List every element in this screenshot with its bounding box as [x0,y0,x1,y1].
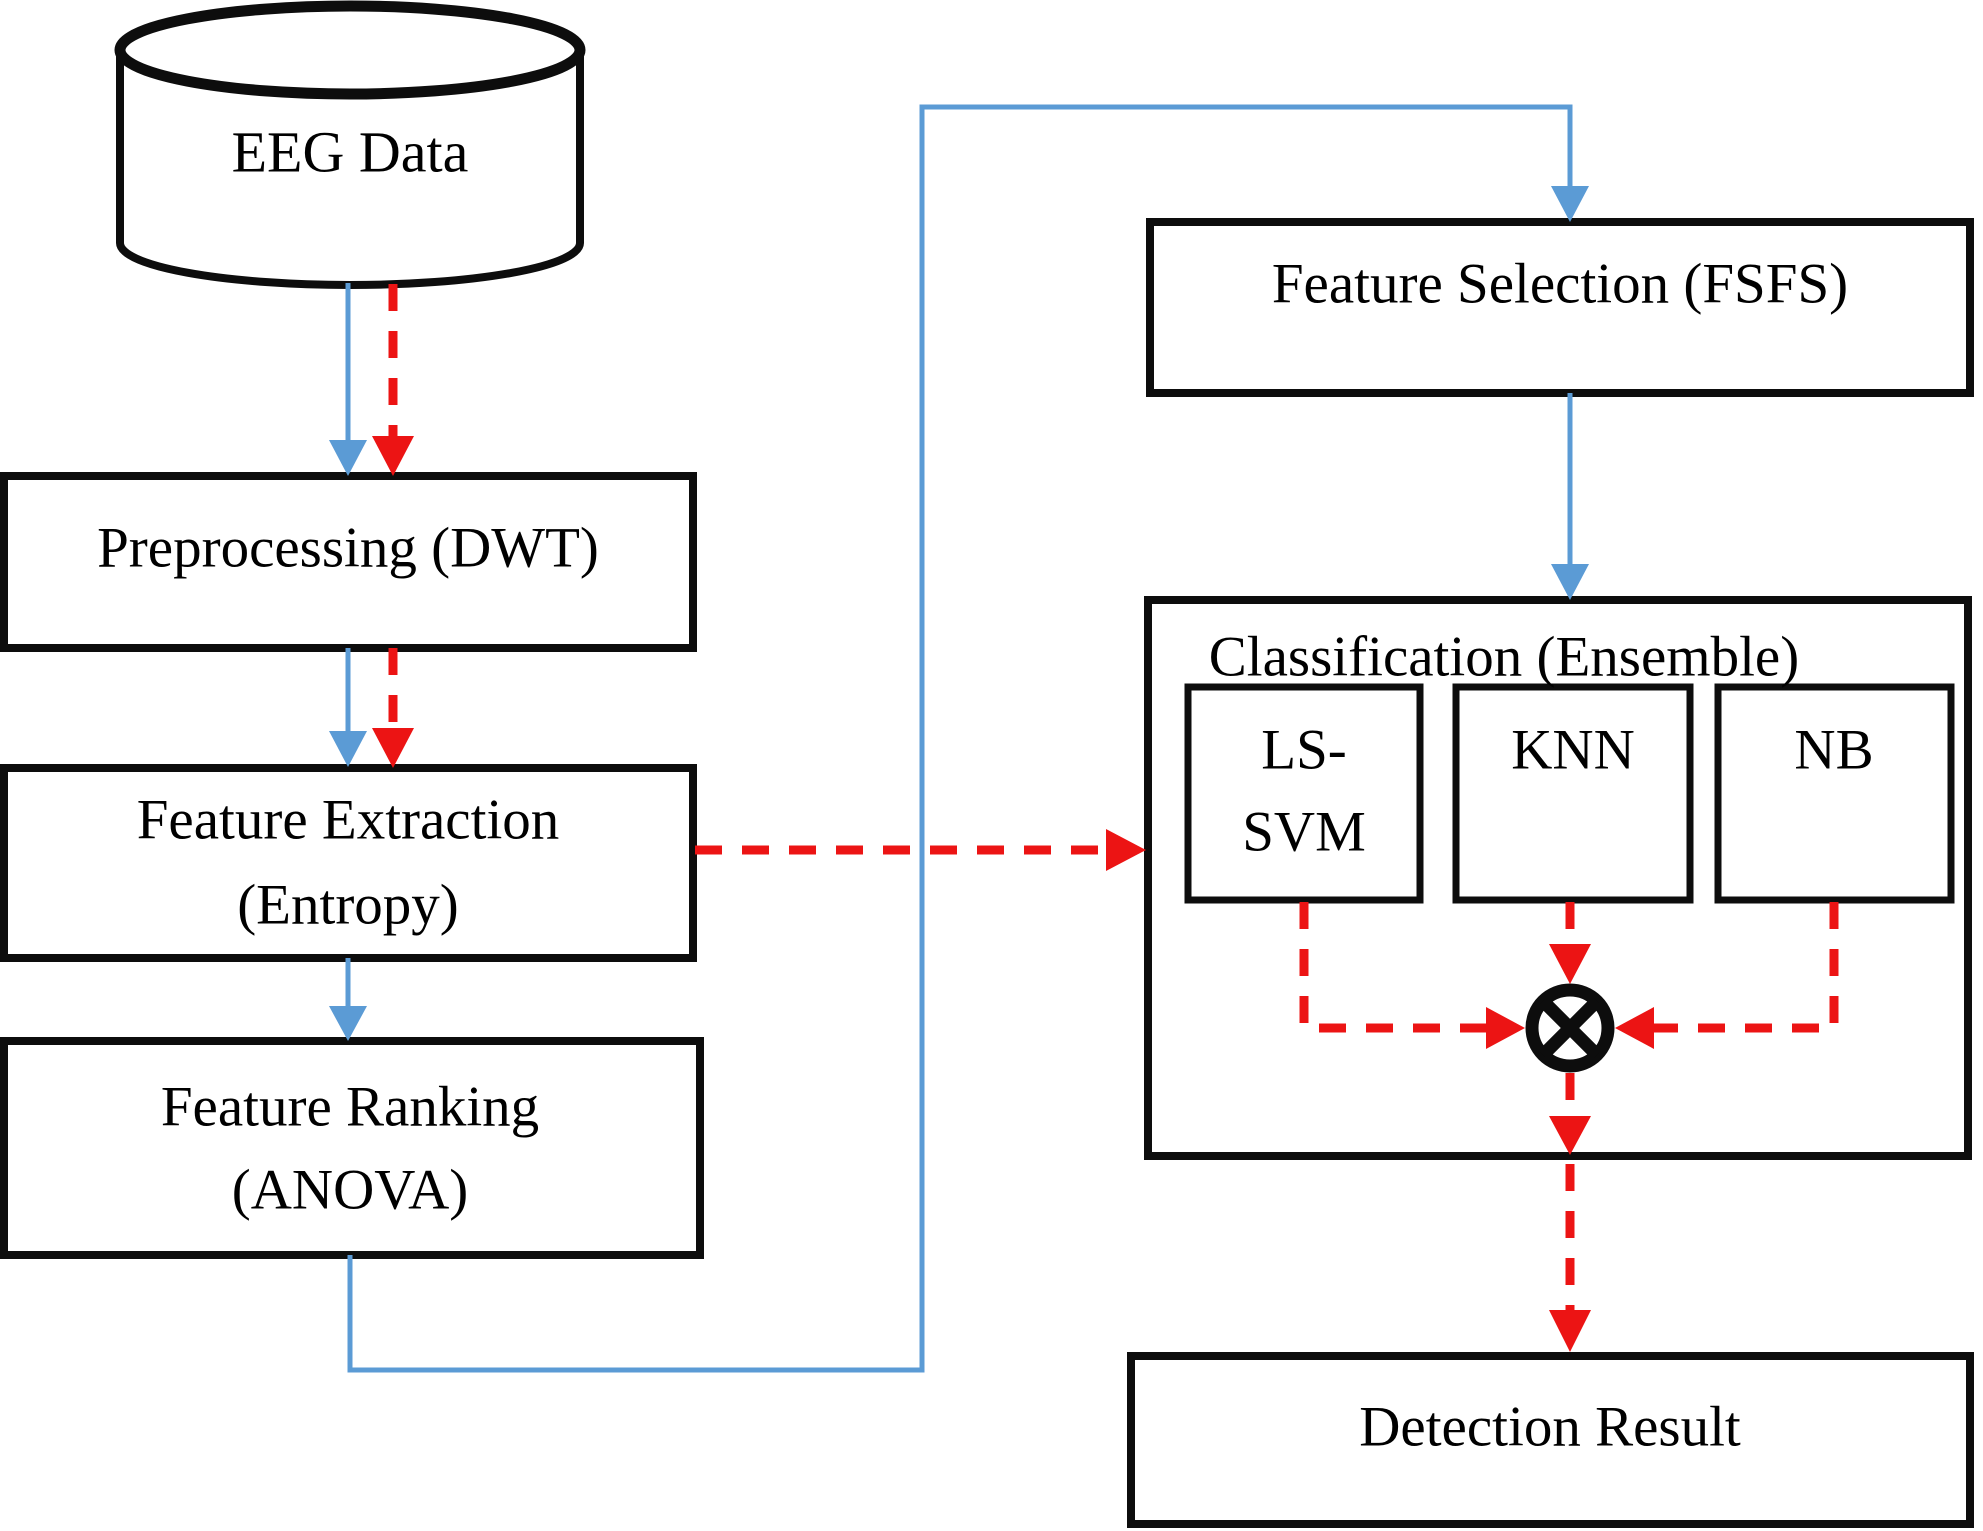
arrowhead-down-icon [1549,944,1591,984]
nb-label: NB [1794,719,1873,782]
arrow-feature-extraction-to-classification-red [695,829,1146,871]
arrow-knn-to-fusion-red [1549,902,1591,984]
feature-extraction-box [0,764,697,962]
cylinder-top-ellipse [114,0,586,100]
feature-selection-label: Feature Selection (FSFS) [1272,253,1848,316]
feature-ranking-box [0,1037,704,1259]
feature-extraction-label-line1: Feature Extraction [137,789,560,852]
eeg-data-cylinder [114,0,586,289]
detection-result-label: Detection Result [1359,1396,1741,1459]
arrow-eeg-to-preprocessing-blue [329,283,367,476]
ls-svm-label-line1: LS- [1261,719,1347,782]
feature-ranking-label-line1: Feature Ranking [161,1076,539,1139]
eeg-data-label: EEG Data [232,120,469,185]
fusion-circled-x-icon [1525,983,1615,1073]
ls-svm-label-line2: SVM [1242,801,1366,864]
arrowhead-down-icon [1551,564,1589,600]
arrow-preprocessing-to-feature-extraction-blue [329,648,367,767]
preprocessing-label: Preprocessing (DWT) [97,517,599,580]
feature-ranking-label-line2: (ANOVA) [232,1159,468,1222]
feature-extraction-label-line2: (Entropy) [237,874,459,937]
arrow-feature-ranking-to-feature-selection-blue [347,104,1589,1373]
arrowhead-down-icon [372,436,414,476]
detection-result-box [1127,1352,1974,1528]
nb-box [1714,683,1955,904]
arrowhead-down-icon [1549,1310,1591,1352]
arrow-feature-selection-to-classification-blue [1551,393,1589,600]
knn-label: KNN [1511,719,1635,782]
arrow-nb-to-fusion-red [1615,902,1839,1049]
arrowhead-down-icon [1551,186,1589,222]
arrowhead-right-icon [1486,1007,1525,1049]
arrow-preprocessing-to-feature-extraction-red [372,648,414,768]
arrow-fusion-to-detection-result-red [1549,1073,1591,1352]
arrowhead-left-icon [1615,1007,1654,1049]
arrowhead-down-icon [1549,1116,1591,1155]
arrow-eeg-to-preprocessing-red [372,284,414,476]
arrowhead-down-icon [329,440,367,476]
arrowhead-down-icon [329,1006,367,1041]
ls-svm-box [1184,683,1424,904]
arrow-ls-svm-to-fusion-red [1299,902,1525,1049]
knn-box [1452,683,1694,904]
arrow-feature-extraction-to-feature-ranking-blue [329,958,367,1041]
classification-label: Classification (Ensemble) [1209,626,1799,689]
arrowhead-down-icon [372,728,414,768]
feature-selection-box [1146,218,1974,397]
arrowhead-right-icon [1106,829,1146,871]
arrowhead-down-icon [329,731,367,767]
